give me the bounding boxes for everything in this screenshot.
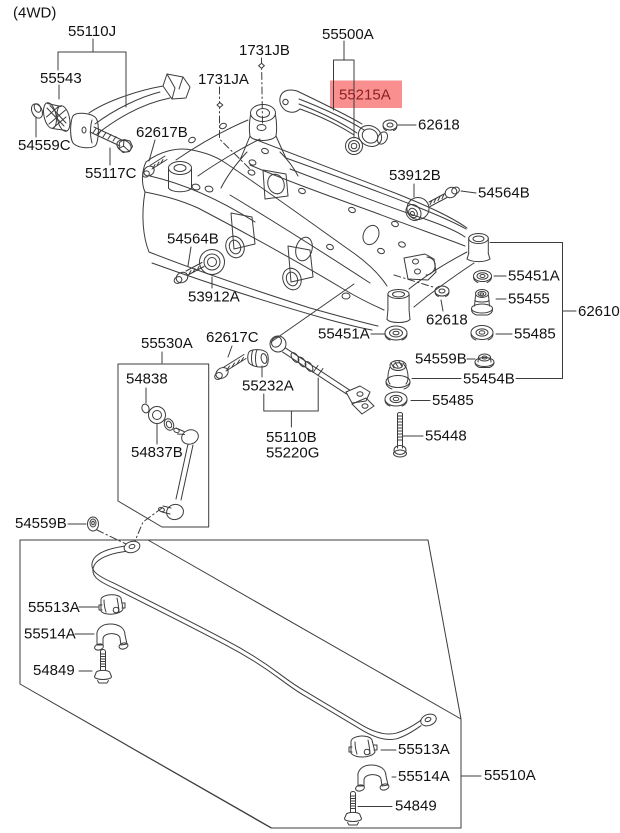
svg-text:54849: 54849 <box>33 662 75 679</box>
svg-text:62617B: 62617B <box>136 124 188 141</box>
svg-text:55448: 55448 <box>425 428 467 445</box>
svg-text:(4WD): (4WD) <box>13 5 56 22</box>
svg-text:54849: 54849 <box>395 798 437 815</box>
svg-text:54559B: 54559B <box>415 351 467 368</box>
svg-text:54564B: 54564B <box>478 185 530 202</box>
svg-text:62618: 62618 <box>426 312 468 329</box>
svg-text:54559B: 54559B <box>15 515 67 532</box>
svg-text:54559C: 54559C <box>18 137 71 154</box>
svg-text:54838: 54838 <box>126 371 168 388</box>
svg-text:54837B: 54837B <box>131 444 183 461</box>
svg-text:1731JB: 1731JB <box>239 42 290 59</box>
svg-text:55543: 55543 <box>40 70 82 87</box>
svg-text:55451A: 55451A <box>508 268 560 285</box>
svg-text:62617C: 62617C <box>206 329 259 346</box>
svg-text:55514A: 55514A <box>398 768 450 785</box>
svg-text:55117C: 55117C <box>85 165 137 182</box>
svg-text:55530A: 55530A <box>141 335 193 352</box>
svg-text:55514A: 55514A <box>24 626 76 643</box>
svg-text:55215A: 55215A <box>339 87 391 104</box>
svg-text:1731JA: 1731JA <box>198 71 249 88</box>
svg-text:55455: 55455 <box>508 291 550 308</box>
svg-text:55485: 55485 <box>514 326 556 343</box>
svg-text:55485: 55485 <box>432 392 474 409</box>
svg-text:62610: 62610 <box>578 303 620 320</box>
svg-text:55454B: 55454B <box>463 371 515 388</box>
svg-text:53912B: 53912B <box>389 167 441 184</box>
svg-text:62618: 62618 <box>418 117 460 134</box>
svg-text:54564B: 54564B <box>167 231 219 248</box>
svg-text:55451A: 55451A <box>318 326 370 343</box>
svg-text:55513A: 55513A <box>398 741 450 758</box>
svg-text:55220G: 55220G <box>266 444 319 461</box>
svg-text:55513A: 55513A <box>28 599 80 616</box>
svg-text:55510A: 55510A <box>484 767 536 784</box>
svg-text:55500A: 55500A <box>322 26 374 43</box>
svg-text:55232A: 55232A <box>242 378 294 395</box>
svg-text:53912A: 53912A <box>188 289 240 306</box>
svg-text:55110J: 55110J <box>68 23 116 40</box>
svg-text:55110B: 55110B <box>266 429 317 446</box>
